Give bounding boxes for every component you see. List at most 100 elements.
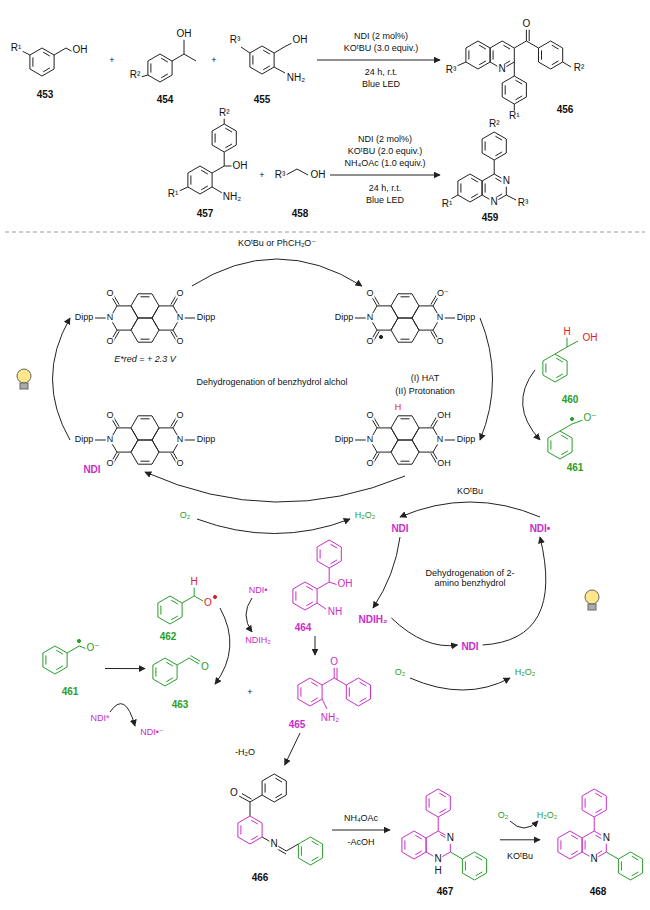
green-structures bbox=[43, 646, 67, 674]
magenta-structures bbox=[346, 678, 370, 706]
atom-label: O⁻ bbox=[85, 643, 100, 654]
atom-label: Dipp bbox=[74, 313, 95, 322]
atom-label: R¹ bbox=[10, 43, 23, 54]
black-structures bbox=[95, 416, 195, 464]
atom-label: OH bbox=[337, 579, 354, 590]
magenta-structures bbox=[402, 831, 426, 859]
magenta-structures bbox=[293, 582, 317, 610]
species-label: NDI• bbox=[529, 524, 552, 535]
atom-label: O bbox=[175, 337, 184, 346]
compound-number: 460 bbox=[561, 395, 580, 406]
condition-label: -H₂O bbox=[234, 747, 256, 757]
atom-label: O bbox=[200, 662, 210, 673]
atom-label: O bbox=[105, 289, 114, 298]
condition-label: KOᵗBu or PhCH₂O⁻ bbox=[237, 238, 317, 248]
black-structures bbox=[148, 54, 172, 82]
reaction-arrow bbox=[330, 175, 440, 176]
magenta-structures bbox=[558, 831, 582, 859]
compound-number: 459 bbox=[481, 213, 500, 224]
black-structures bbox=[539, 41, 563, 69]
side-arrows bbox=[197, 519, 350, 534]
atom-label: H bbox=[394, 403, 403, 412]
light-bulb bbox=[17, 369, 31, 389]
reaction-arrow bbox=[483, 537, 546, 645]
condition-label: NH₄OAc (1.0 equiv.) bbox=[343, 158, 426, 168]
black-structures bbox=[457, 27, 571, 111]
magenta-structures bbox=[238, 540, 606, 859]
compound-number: 455 bbox=[253, 95, 272, 106]
atom-label: N bbox=[106, 313, 115, 322]
atom-label: R¹ bbox=[508, 111, 521, 122]
atom-label: E*red = + 2.3 V bbox=[113, 355, 177, 364]
side-arrows bbox=[246, 598, 252, 632]
black-structures bbox=[355, 294, 455, 342]
compound-box: O⁻461 bbox=[35, 630, 105, 700]
atom-label: R² bbox=[218, 108, 231, 119]
atom-label: Dipp bbox=[334, 313, 355, 322]
compound-box: R²NNR¹R³459 bbox=[440, 116, 540, 226]
atom-label: N bbox=[602, 833, 611, 844]
reaction-arrow bbox=[285, 733, 300, 765]
species-label: NDI bbox=[460, 642, 479, 653]
atom-label: N bbox=[498, 64, 507, 75]
atom-label: Dipp bbox=[196, 313, 217, 322]
magenta-structures bbox=[582, 789, 606, 817]
green-structures bbox=[555, 337, 578, 354]
atom-label: N bbox=[366, 313, 375, 322]
black-structures bbox=[141, 39, 196, 77]
green-structures bbox=[213, 595, 216, 598]
green-structures bbox=[298, 837, 322, 865]
condition-label: KOᵗBu bbox=[456, 486, 484, 496]
condition-label: 24 h, r.t. bbox=[368, 183, 403, 193]
atom-label: O bbox=[435, 337, 444, 346]
atom-label: H bbox=[189, 577, 198, 588]
atom-label: Dipp bbox=[456, 435, 477, 444]
compound-number: 458 bbox=[291, 209, 310, 220]
atom-label: OH bbox=[436, 459, 452, 468]
green-structures bbox=[462, 852, 486, 880]
condition-label: Blue LED bbox=[365, 195, 405, 205]
magenta-structures bbox=[317, 568, 338, 609]
condition-label: H₂O₂ bbox=[354, 510, 377, 520]
reaction-arrow bbox=[373, 537, 400, 608]
atom-label: O bbox=[522, 19, 532, 30]
black-structures bbox=[466, 41, 490, 69]
species-label: NDIH₂ bbox=[358, 615, 389, 626]
atom-label: N bbox=[436, 435, 445, 444]
black-structures bbox=[188, 166, 212, 194]
condition-label: O₂ bbox=[179, 510, 192, 520]
compound-box: NN468 bbox=[540, 782, 646, 900]
atom-label: OH bbox=[582, 333, 599, 344]
plus-sign: + bbox=[246, 687, 253, 697]
compound-box: R¹OH453 bbox=[5, 30, 95, 105]
black-structures bbox=[241, 42, 294, 73]
atom-label: OH bbox=[232, 161, 249, 172]
atom-label: O bbox=[175, 459, 184, 468]
compound-number: 466 bbox=[251, 873, 270, 884]
condition-label: NDI (2 mol%) bbox=[353, 31, 409, 41]
reaction-arrow bbox=[480, 318, 493, 440]
reaction-arrow bbox=[332, 830, 390, 831]
atom-label: O bbox=[105, 337, 114, 346]
atom-label: R³ bbox=[229, 35, 242, 46]
compound-box: R³ONR²R¹456 bbox=[440, 14, 590, 124]
condition-label: Blue LED bbox=[361, 79, 401, 89]
black-structures bbox=[22, 27, 571, 854]
atom-label: Dipp bbox=[456, 313, 477, 322]
atom-label: R² bbox=[129, 70, 142, 81]
magenta-structures bbox=[322, 667, 346, 709]
black-structures bbox=[355, 416, 455, 464]
atom-label: R¹ bbox=[167, 189, 180, 200]
atom-label: OH bbox=[292, 35, 309, 46]
species-label-box: NDI bbox=[387, 517, 412, 537]
condition-label: 24 h, r.t. bbox=[364, 67, 399, 77]
condition-label: NDI (2 mol%) bbox=[357, 134, 413, 144]
condition-label: NDI* bbox=[89, 713, 110, 723]
reaction-arrow bbox=[192, 259, 362, 286]
black-structures bbox=[30, 48, 54, 76]
black-structures bbox=[286, 169, 308, 175]
condition-label: NDIH₂ bbox=[244, 635, 272, 645]
atom-label: Dipp bbox=[334, 435, 355, 444]
